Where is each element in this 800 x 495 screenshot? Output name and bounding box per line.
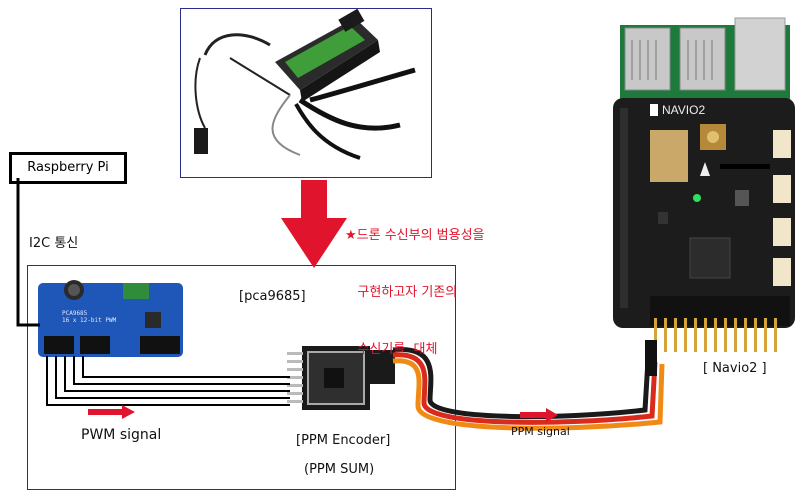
- receiver-replacement-note: ★드론 수신부의 범용성을 구현하고자 기존의 수신기를 대체: [345, 188, 485, 378]
- ppm-signal-label: PPM signal: [511, 425, 570, 438]
- note-line-1: ★드론 수신부의 범용성을: [345, 228, 485, 243]
- ppm-encoder-label: [PPM Encoder]: [296, 433, 391, 448]
- raspberry-pi-label: Raspberry Pi: [27, 160, 109, 175]
- pwm-signal-label: PWM signal: [81, 427, 162, 443]
- navio2-label: [ Navio2 ]: [703, 361, 767, 376]
- ppm-signal-arrow: [520, 408, 558, 422]
- i2c-label: I2C 통신: [29, 236, 79, 251]
- pca9685-label: [pca9685]: [239, 289, 306, 304]
- pwm-signal-arrow: [88, 405, 135, 419]
- navio2-logo-text: NAVIO2: [662, 103, 705, 117]
- pca-board-name: PCA9685: [62, 310, 88, 317]
- navio2-board-image: NAVIO2: [613, 17, 795, 352]
- note-line-2: 구현하고자 기존의: [345, 285, 458, 300]
- replace-arrow: [281, 180, 347, 268]
- ppm-cable: [392, 340, 665, 431]
- rc-receiver-image: [194, 8, 416, 160]
- raspberry-pi-box: Raspberry Pi: [9, 152, 127, 184]
- pca-encoder-frame: [27, 265, 456, 490]
- pca9685-board-image: PCA9685 16 x 12-bit PWM: [38, 280, 183, 357]
- note-line-3: 수신기를 대체: [345, 342, 438, 357]
- pca-board-desc: 16 x 12-bit PWM: [62, 317, 117, 324]
- ppm-sum-label: (PPM SUM): [304, 462, 375, 477]
- pwm-wires: [46, 356, 290, 406]
- i2c-line: [16, 178, 40, 327]
- ppm-encoder-image: [287, 346, 395, 410]
